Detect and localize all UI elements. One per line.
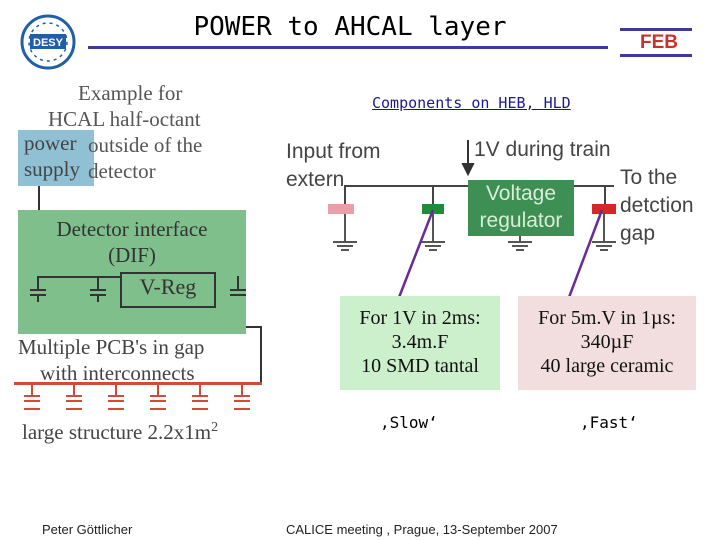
- regulator-line-1: Voltage: [485, 182, 557, 205]
- slow-note-line-2: 3.4m.F: [391, 331, 449, 353]
- gap-line-3: gap: [620, 222, 656, 245]
- slow-capacitor: [422, 204, 444, 214]
- fast-capacitor: [592, 204, 616, 214]
- dif-line-2: (DIF): [108, 243, 156, 267]
- footer-author: Peter Göttlicher: [42, 522, 133, 537]
- train-arrow-icon: [461, 140, 475, 177]
- power-supply-line-2: supply: [24, 157, 81, 181]
- train-label: 1V during train: [474, 138, 611, 161]
- dif-line-1: Detector interface: [56, 217, 208, 241]
- left-figure: power supply Example for HCAL half-octan…: [10, 70, 270, 450]
- fast-label: ‚Fast‘: [580, 413, 638, 432]
- slow-label: ‚Slow‘: [380, 413, 438, 432]
- vreg-box: [120, 272, 216, 308]
- pcb-bus: [14, 382, 262, 385]
- fast-note-line-2: 340µF: [580, 331, 634, 353]
- slow-note: For 1V in 2ms: 3.4m.F 10 SMD tantal: [340, 296, 500, 390]
- feb-underline-top: [620, 28, 692, 31]
- fast-note-line-3: 40 large ceramic: [540, 355, 674, 377]
- input-line-1: Input from: [286, 140, 381, 163]
- desy-logo-text: DESY: [33, 37, 64, 49]
- fast-cap-wire: [604, 186, 606, 204]
- feb-underline-bottom: [620, 54, 692, 57]
- desy-logo: DESY: [20, 14, 76, 70]
- power-supply-line-1: power: [24, 131, 77, 155]
- dif-internal-wire: [38, 276, 122, 278]
- example-line-1: Example for: [78, 81, 183, 105]
- footer-event: CALICE meeting , Prague, 13-September 20…: [286, 522, 558, 537]
- page-title: POWER to AHCAL layer: [193, 12, 507, 42]
- vreg-label: V-Reg: [139, 274, 197, 299]
- dif-label: Detector interface (DIF): [18, 216, 246, 268]
- slow-cap-wire: [432, 186, 434, 204]
- components-subtitle: Components on HEB, HLD: [372, 94, 571, 112]
- fast-note-line-1: For 5m.V in 1µs:: [538, 307, 676, 329]
- structure-sup: 2: [211, 420, 219, 435]
- regulator-line-2: regulator: [479, 209, 563, 232]
- structure-label: large structure 2.2x1m2: [22, 420, 218, 445]
- example-line-3: outside of the: [88, 133, 203, 157]
- input-label: Input from extern: [286, 138, 381, 194]
- input-wire: [344, 185, 346, 205]
- input-line-2: extern: [286, 168, 345, 191]
- gap-line-1: To the: [620, 166, 678, 189]
- pcb-capacitors: [24, 382, 250, 410]
- slow-note-line-1: For 1V in 2ms:: [359, 307, 481, 329]
- gap-line-2: detction: [620, 194, 694, 217]
- input-capacitor: [328, 204, 354, 214]
- right-figure: Input from extern 1V during train Voltag…: [284, 128, 714, 268]
- structure-text: large structure 2.2x1m: [22, 420, 212, 444]
- ground-symbols: [333, 214, 616, 251]
- feb-label: FEB: [640, 32, 678, 53]
- pcb-label: Multiple PCB's in gap with interconnects: [18, 334, 204, 386]
- wire-pcb-v: [260, 326, 262, 384]
- title-underline: [88, 46, 608, 49]
- pcb-line-1: Multiple PCB's in gap: [18, 335, 205, 359]
- dif-capacitors: [30, 276, 246, 302]
- power-supply-label: power supply: [24, 130, 80, 182]
- example-line-4: detector: [88, 159, 156, 183]
- pcb-line-2: with interconnects: [40, 361, 195, 385]
- example-line-2: HCAL half-octant: [48, 107, 201, 131]
- example-text: Example for HCAL half-octant outside of …: [48, 80, 203, 184]
- power-supply-box: [18, 130, 94, 186]
- voltage-regulator-box: Voltage regulator: [468, 180, 574, 236]
- slow-note-line-3: 10 SMD tantal: [361, 355, 479, 377]
- wire-supply-dif: [38, 184, 40, 210]
- gap-label: To the detction gap: [620, 164, 694, 248]
- fast-note: For 5m.V in 1µs: 340µF 40 large ceramic: [518, 296, 696, 390]
